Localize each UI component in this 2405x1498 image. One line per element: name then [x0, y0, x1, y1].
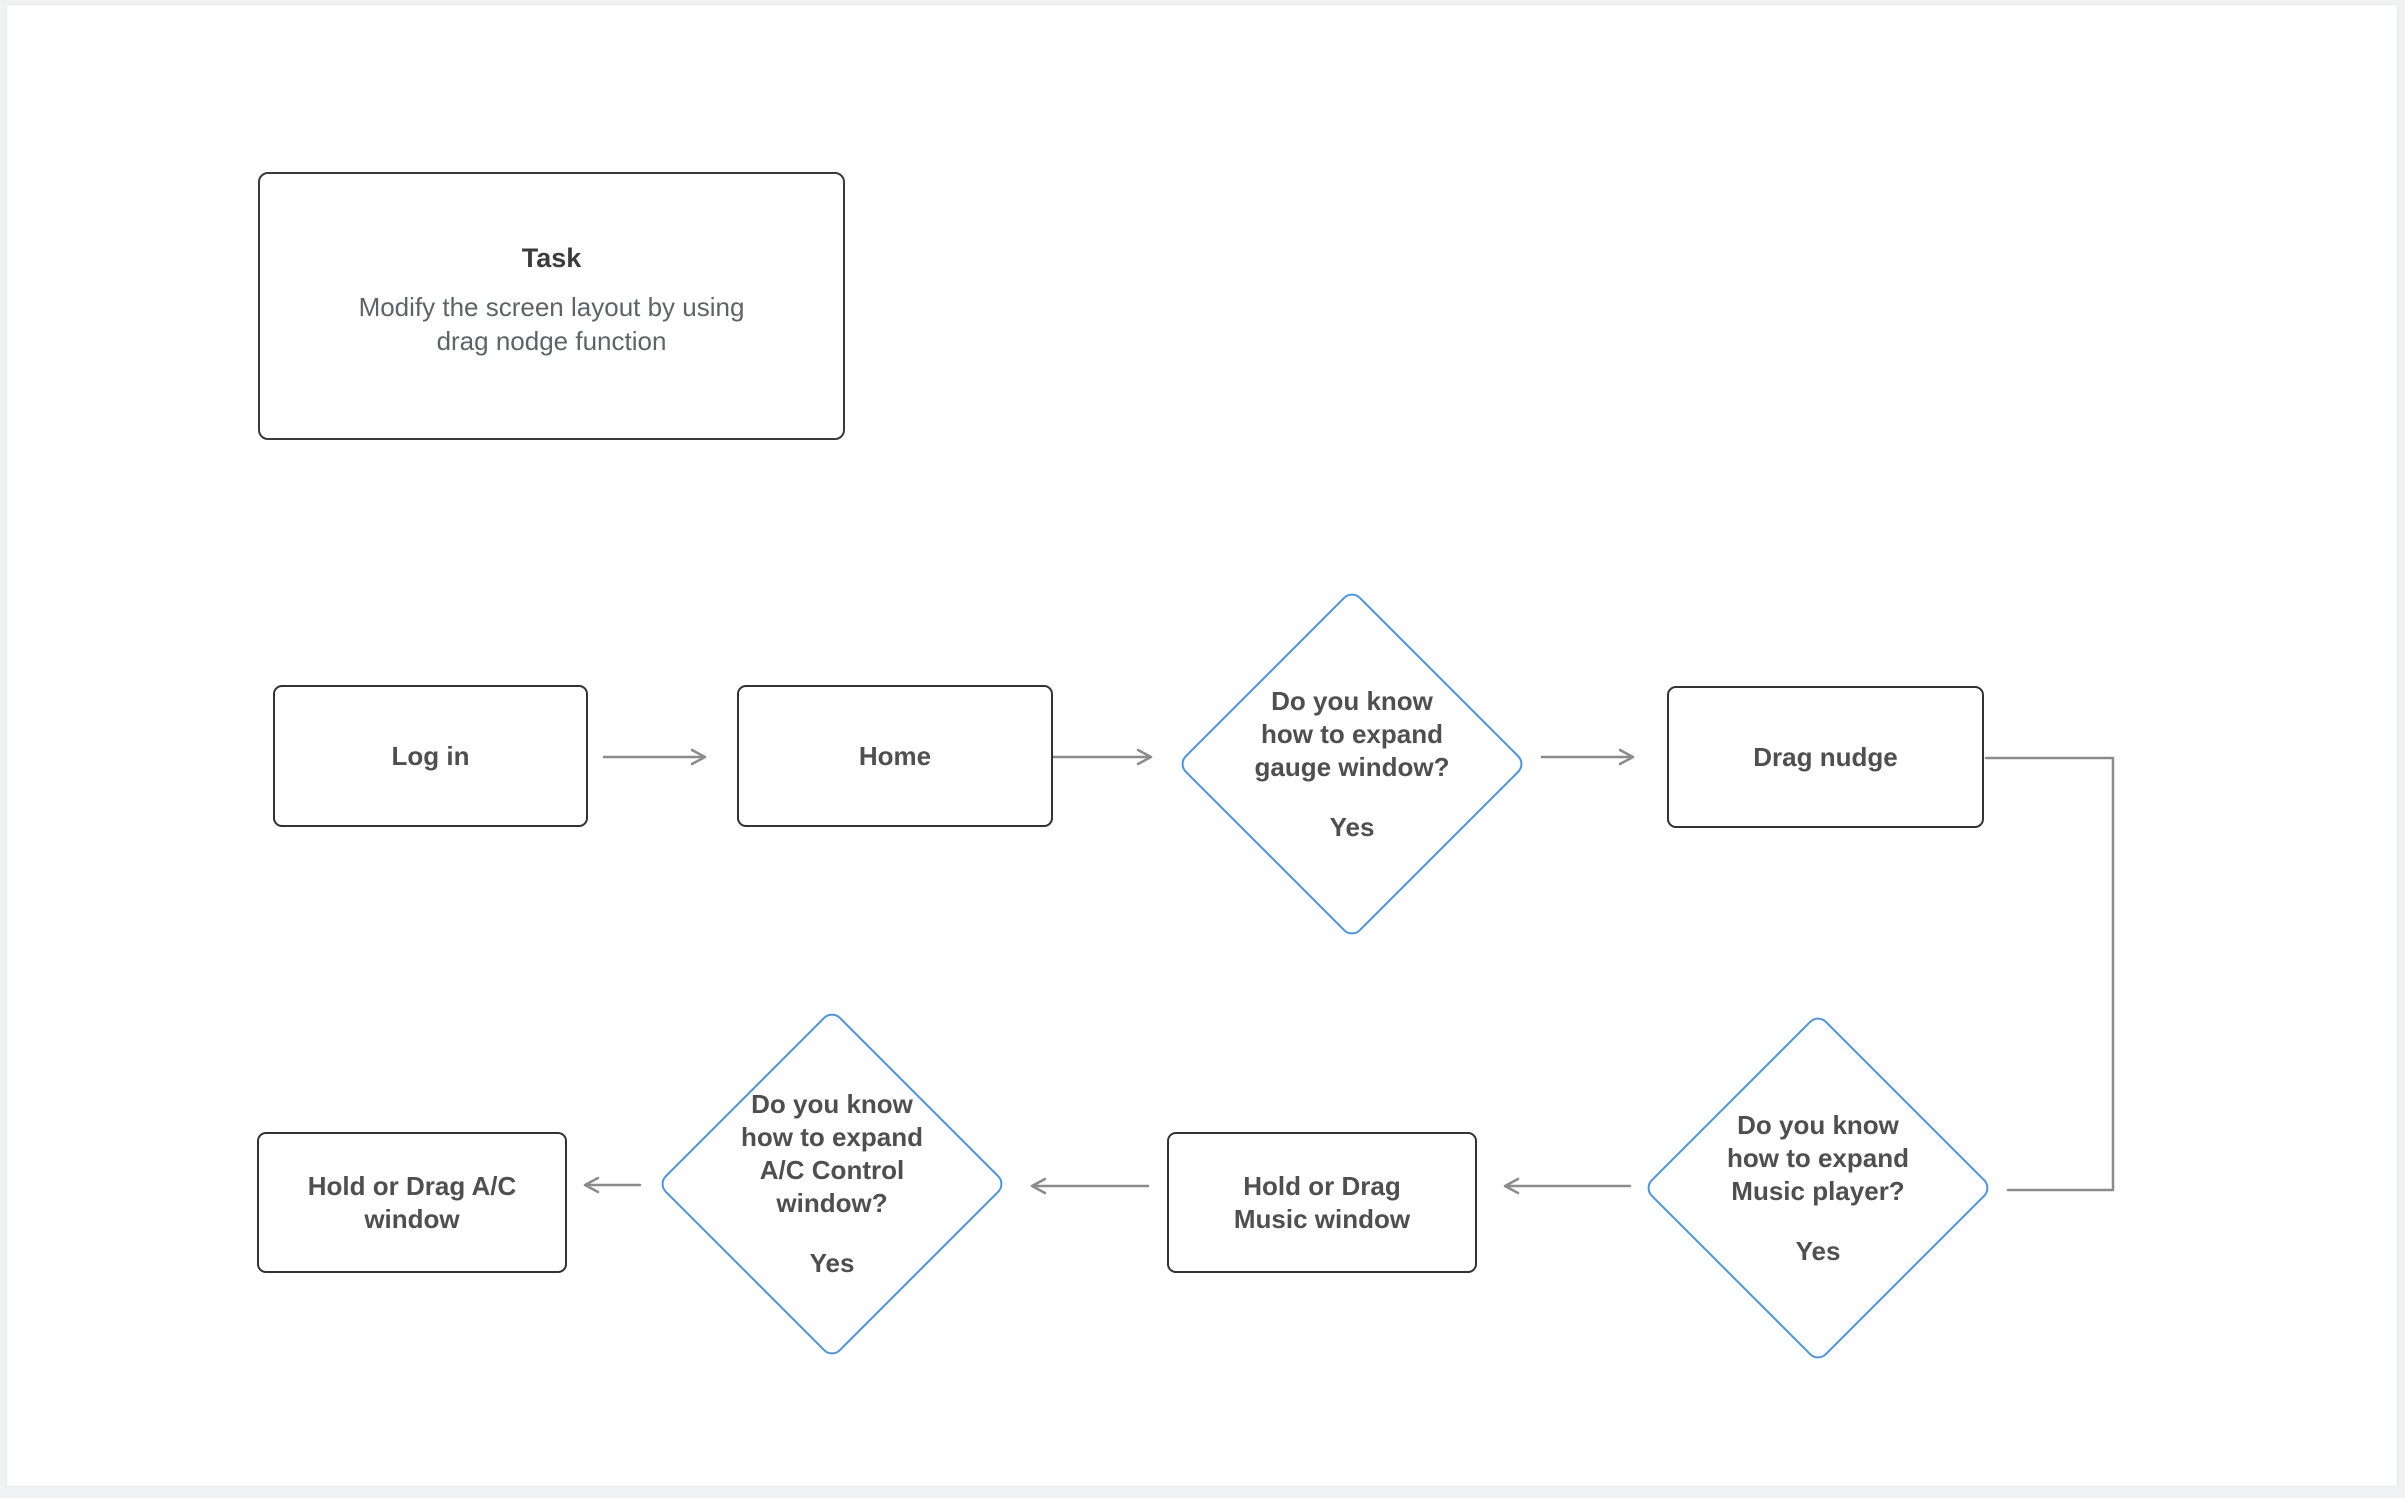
decision-text: Do you know how to expand A/C Control wi… [657, 1009, 1007, 1359]
decision-answer: Yes [809, 1248, 855, 1278]
decision-question-line: Do you know [1271, 685, 1433, 716]
task-description: Modify the screen layout by using drag n… [359, 290, 745, 358]
task-description-line: drag nodge function [436, 326, 667, 356]
decision-text: Do you know how to expand gauge window? … [1177, 589, 1527, 939]
decision-answer: Yes [1329, 811, 1375, 842]
node-ac-decision[interactable]: Do you know how to expand A/C Control wi… [656, 1008, 1008, 1360]
task-description-line: Modify the screen layout by using [358, 292, 745, 322]
node-label: Drag nudge [1753, 741, 1898, 772]
node-label: Hold or Drag [1243, 1170, 1401, 1201]
decision-question-line: Music player? [1731, 1175, 1905, 1206]
decision-question-line: how to expand [741, 1122, 923, 1152]
decision-question-line: gauge window? [1254, 751, 1450, 782]
decision-answer: Yes [1795, 1235, 1841, 1266]
node-gauge-decision[interactable]: Do you know how to expand gauge window? … [1176, 588, 1528, 940]
decision-question-line: Do you know [751, 1089, 913, 1119]
decision-question-line: Do you know [1737, 1109, 1899, 1140]
node-ac-window[interactable]: Hold or Drag A/C window [257, 1132, 567, 1273]
task-title: Task [521, 243, 582, 273]
decision-question-line: how to expand [1261, 718, 1443, 749]
node-drag-nudge[interactable]: Drag nudge [1667, 686, 1984, 828]
node-music-decision[interactable]: Do you know how to expand Music player? … [1642, 1012, 1994, 1364]
decision-question-line: how to expand [1727, 1142, 1909, 1173]
node-label: Log in [391, 740, 470, 771]
node-label: Music window [1233, 1203, 1411, 1234]
node-label: window [364, 1203, 460, 1234]
node-log-in[interactable]: Log in [273, 685, 588, 827]
node-label: Home [858, 740, 932, 771]
node-label: Hold or Drag A/C [307, 1170, 517, 1201]
task-note[interactable]: Task Modify the screen layout by using d… [258, 172, 845, 440]
decision-question-line: window? [776, 1188, 888, 1218]
node-music-window[interactable]: Hold or Drag Music window [1167, 1132, 1477, 1273]
node-home[interactable]: Home [737, 685, 1053, 827]
decision-question-line: A/C Control [759, 1155, 905, 1185]
decision-text: Do you know how to expand Music player? … [1643, 1013, 1993, 1363]
